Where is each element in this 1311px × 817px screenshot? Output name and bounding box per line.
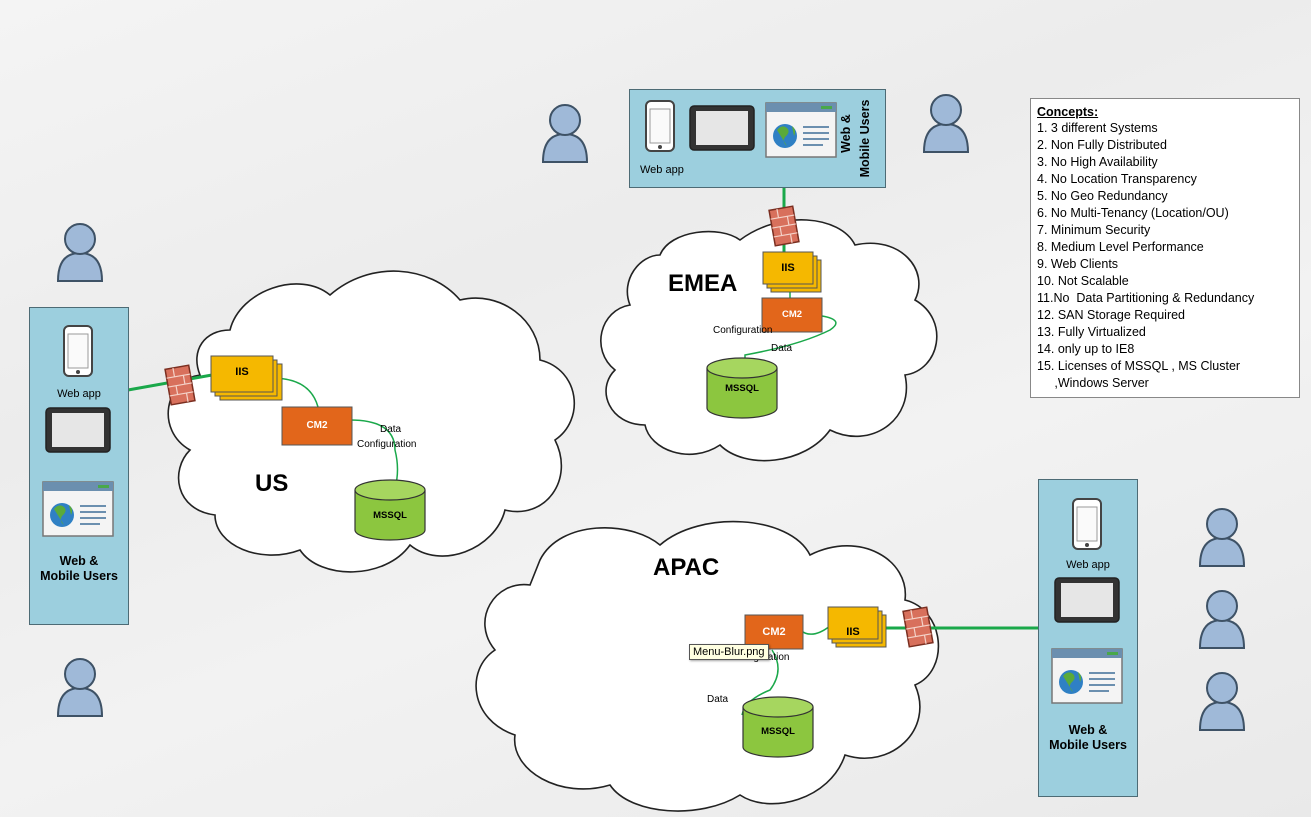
apac-iis-server: [827, 606, 887, 648]
data-label: Data: [771, 343, 793, 354]
file-tooltip: Menu-Blur.png: [689, 644, 769, 660]
concept-item: 9. Web Clients: [1037, 257, 1119, 271]
data-label: Data: [707, 694, 729, 705]
concepts-title: Concepts:: [1037, 105, 1099, 119]
iis-label: IIS: [235, 366, 249, 378]
us-firewall: [164, 364, 196, 406]
phone-icon: [63, 325, 93, 377]
iis-label: IIS: [781, 262, 795, 274]
user-icon: [923, 94, 969, 153]
cm2-label: CM2: [762, 626, 786, 638]
webapp-label: Web app: [57, 388, 101, 400]
webapp-label: Web app: [1066, 559, 1110, 571]
concept-item: 11.No Data Partitioning & Redundancy: [1037, 291, 1255, 305]
emea-firewall: [768, 205, 800, 247]
emea-users-panel: Web app Web & Mobile Users: [629, 89, 886, 188]
apac-users-panel: Web app Web & Mobile Users: [1038, 479, 1138, 797]
panel-title-line: Mobile Users: [1049, 738, 1127, 752]
panel-title-line: Mobile Users: [40, 569, 118, 583]
region-label-apac: APAC: [653, 554, 720, 581]
apac-cm2-box: [744, 614, 804, 650]
us-cm2-box: [281, 406, 353, 446]
concept-item: 5. No Geo Redundancy: [1037, 189, 1168, 203]
panel-title-line: Mobile Users: [858, 99, 872, 178]
panel-title: Web & Mobile Users: [30, 554, 128, 584]
region-label-emea: EMEA: [668, 270, 738, 297]
concept-item: 8. Medium Level Performance: [1037, 240, 1204, 254]
mssql-label: MSSQL: [373, 510, 407, 521]
us-users-panel: Web app Web & Mobile Users: [29, 307, 129, 625]
emea-iis-server: [762, 251, 822, 293]
emea-cloud: [600, 219, 938, 462]
data-label: Data: [380, 424, 402, 435]
panel-title-line: Web &: [1068, 723, 1108, 737]
mssql-label: MSSQL: [761, 726, 795, 737]
phone-icon: [645, 100, 675, 152]
emea-cm2-box: [761, 297, 823, 333]
us-iis-server: [210, 355, 283, 401]
panel-title-line: Web &: [59, 554, 99, 568]
user-icon: [57, 658, 103, 717]
user-icon: [1199, 672, 1245, 731]
panel-title: Web & Mobile Users: [833, 92, 883, 185]
browser-icon: [42, 481, 114, 537]
user-icon: [57, 223, 103, 282]
mssql-label: MSSQL: [725, 383, 759, 394]
phone-icon: [1072, 498, 1102, 550]
browser-icon: [765, 102, 837, 158]
configuration-label: Configuration: [357, 439, 417, 450]
panel-title: Web & Mobile Users: [1039, 723, 1137, 753]
concept-item: 13. Fully Virtualized: [1037, 325, 1146, 339]
tablet-icon: [1054, 577, 1120, 623]
concept-item: 3. No High Availability: [1037, 155, 1158, 169]
concepts-box: Concepts: 1. 3 different Systems 2. Non F…: [1030, 98, 1300, 398]
apac-firewall: [902, 606, 934, 648]
concept-item: 14. only up to IE8: [1037, 342, 1135, 356]
browser-icon: [1051, 648, 1123, 704]
concept-item: 4. No Location Transparency: [1037, 172, 1197, 186]
concept-item: ,Windows Server: [1037, 376, 1149, 390]
concept-item: 1. 3 different Systems: [1037, 121, 1158, 135]
concept-item: 2. Non Fully Distributed: [1037, 138, 1167, 152]
user-icon: [1199, 508, 1245, 567]
panel-title-line: Web &: [839, 114, 853, 153]
cm2-label: CM2: [781, 309, 803, 320]
user-icon: [1199, 590, 1245, 649]
concept-item: 15. Licenses of MSSQL , MS Cluster: [1037, 359, 1241, 373]
apac-cloud: [475, 520, 940, 812]
cm2-label: CM2: [306, 420, 328, 431]
concept-item: 10. Not Scalable: [1037, 274, 1129, 288]
tablet-icon: [689, 105, 755, 151]
user-icon: [542, 104, 588, 163]
iis-label: IIS: [846, 626, 860, 638]
concepts-list: 1. 3 different Systems 2. Non Fully Distr…: [1037, 120, 1293, 392]
concept-item: 7. Minimum Security: [1037, 223, 1151, 237]
concept-item: 12. SAN Storage Required: [1037, 308, 1186, 322]
webapp-label: Web app: [640, 164, 684, 176]
configuration-label: Configuration: [713, 325, 773, 336]
region-label-us: US: [255, 470, 289, 497]
concept-item: 6. No Multi-Tenancy (Location/OU): [1037, 206, 1229, 220]
tablet-icon: [45, 407, 111, 453]
